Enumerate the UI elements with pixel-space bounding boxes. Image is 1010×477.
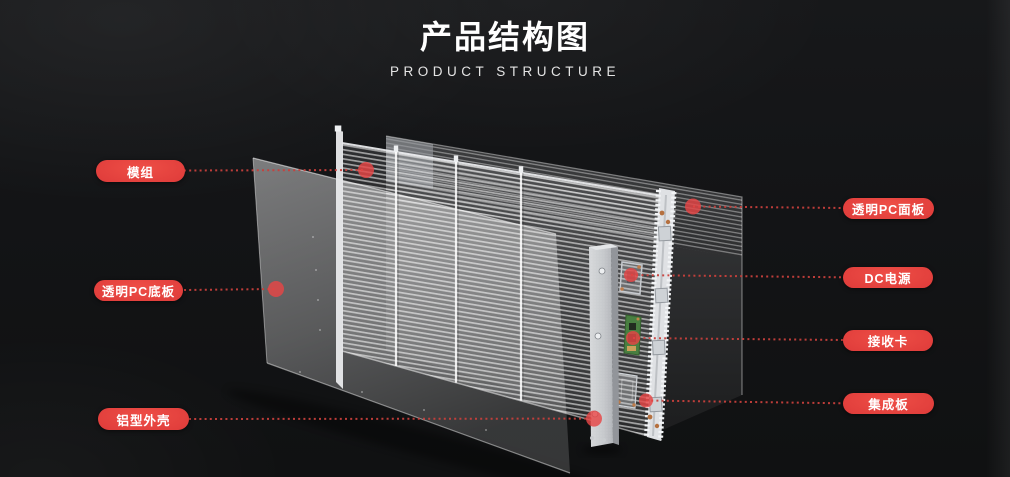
page-title: 产品结构图	[419, 19, 590, 55]
callout-line-module	[183, 169, 367, 172]
callout-dot-aluminum-shell	[586, 410, 602, 427]
callout-dot-pc-backplate	[268, 281, 284, 297]
label-text-integrated-board: 集成板	[868, 398, 909, 412]
label-pill-module: 模组	[96, 160, 185, 182]
label-text-dc-power: DC电源	[864, 272, 912, 286]
callout-dot-module	[358, 162, 374, 178]
label-text-pc-backplate: 透明PC底板	[101, 285, 176, 299]
label-pill-integrated-board: 集成板	[843, 393, 934, 414]
label-pill-pc-backplate: 透明PC底板	[94, 280, 183, 301]
callout-lines	[183, 169, 844, 420]
integrated-board-part	[615, 372, 638, 409]
label-text-module: 模组	[126, 165, 154, 180]
header: 产品结构图 PRODUCT STRUCTURE	[0, 19, 1010, 80]
copper-screws	[647, 210, 671, 429]
aluminum-shell-part	[582, 244, 622, 454]
callout-dot-integrated-board	[639, 393, 653, 408]
callout-line-pc-front-panel	[692, 205, 844, 209]
mounting-rail-part	[644, 188, 677, 441]
callout-dot-dc-power	[624, 268, 638, 282]
label-pill-receiving-card: 接收卡	[843, 330, 933, 351]
label-pill-pc-front-panel: 透明PC面板	[843, 198, 934, 219]
callout-line-pc-backplate	[183, 288, 277, 291]
page-subtitle: PRODUCT STRUCTURE	[389, 64, 620, 80]
callout-line-receiving-card	[632, 337, 844, 341]
label-pill-dc-power: DC电源	[843, 267, 933, 288]
label-text-receiving-card: 接收卡	[867, 335, 909, 349]
callout-dots	[268, 162, 701, 427]
callout-dot-receiving-card	[626, 331, 640, 345]
callout-dot-pc-front-panel	[685, 198, 701, 215]
label-text-pc-front-panel: 透明PC面板	[851, 203, 926, 217]
floor-shadow	[227, 389, 653, 477]
label-pill-aluminum-shell: 铝型外壳	[98, 408, 189, 430]
label-text-aluminum-shell: 铝型外壳	[116, 413, 171, 428]
led-module-layer	[334, 125, 663, 441]
callout-line-integrated-board	[645, 399, 844, 405]
